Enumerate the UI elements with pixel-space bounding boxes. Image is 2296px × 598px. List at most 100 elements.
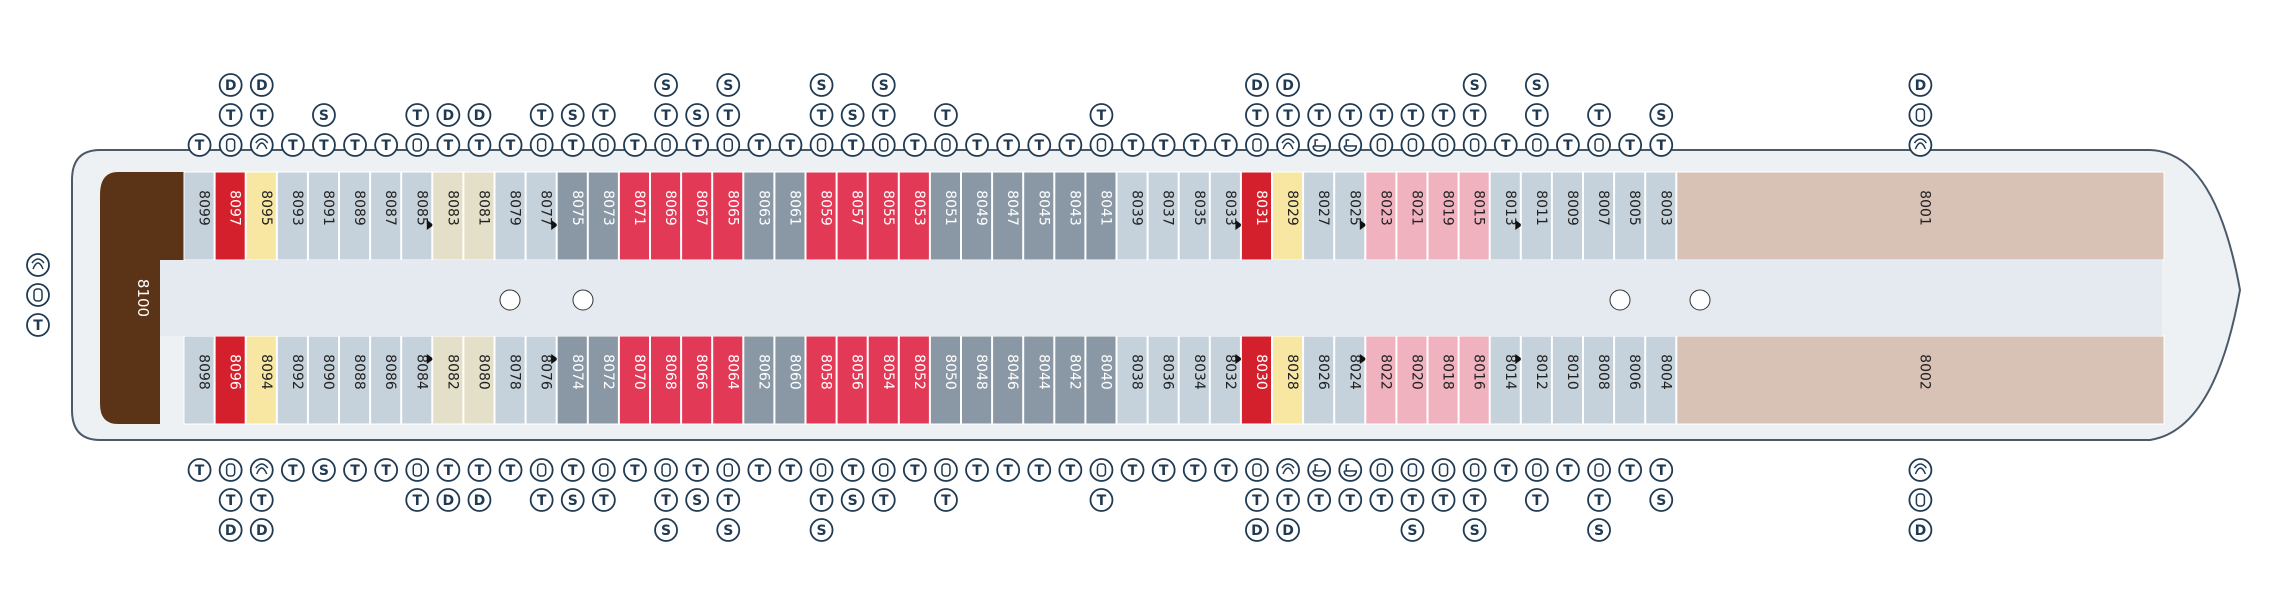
cabin-label: 8047	[1004, 190, 1020, 226]
twin-bed-icon: T	[1151, 133, 1176, 157]
twin-bed-icon: T	[498, 458, 523, 482]
svg-text:S: S	[692, 493, 702, 509]
twin-bed-icon: T	[716, 103, 741, 127]
twin-bed-icon: T	[1587, 488, 1611, 512]
cabin-8033	[1209, 171, 1241, 261]
svg-text:T: T	[1439, 108, 1449, 124]
shower-icon	[218, 133, 243, 157]
cabin-8032	[1209, 335, 1241, 425]
svg-text:T: T	[661, 108, 671, 124]
cabin-8047	[992, 171, 1024, 261]
svg-text:T: T	[879, 493, 889, 509]
svg-text:T: T	[506, 138, 516, 154]
twin-bed-icon: T	[1245, 103, 1269, 127]
svg-text:T: T	[848, 463, 858, 479]
cabin-label: 8019	[1440, 190, 1456, 226]
double-bed-icon: D	[1245, 73, 1269, 97]
cabin-label: 8090	[320, 354, 336, 390]
cabin-label: 8007	[1595, 190, 1611, 226]
bath-icon	[1338, 458, 1363, 482]
twin-bed-icon: T	[374, 133, 399, 157]
twin-bed-icon: T	[1524, 103, 1549, 127]
cabin-8040	[1085, 335, 1117, 425]
bath-icon	[1338, 133, 1363, 157]
svg-text:T: T	[972, 138, 982, 154]
twin-bed-icon: T	[280, 458, 305, 482]
cabin-label: 8097	[227, 190, 243, 226]
svg-text:T: T	[910, 138, 920, 154]
svg-text:T: T	[723, 108, 733, 124]
svg-text:T: T	[848, 138, 858, 154]
cabin-8045	[1023, 171, 1055, 261]
svg-text:T: T	[226, 108, 236, 124]
cabin-label: 8004	[1657, 354, 1673, 390]
cabin-8025	[1334, 171, 1366, 261]
svg-text:D: D	[474, 108, 486, 124]
cabin-8007	[1583, 171, 1615, 261]
twin-bed-icon: T	[1649, 458, 1674, 482]
cabin-8046	[992, 335, 1024, 425]
double-bed-icon: D	[1245, 518, 1269, 542]
twin-bed-icon: T	[654, 488, 678, 512]
cabin-label: 8011	[1533, 190, 1549, 226]
twin-bed-icon: T	[467, 133, 492, 157]
svg-text:T: T	[444, 138, 454, 154]
twin-bed-icon: T	[374, 458, 399, 482]
shower-icon	[871, 458, 896, 482]
svg-text:T: T	[630, 138, 640, 154]
svg-text:T: T	[755, 463, 765, 479]
twin-bed-icon: T	[1431, 103, 1456, 127]
svg-text:T: T	[1439, 493, 1449, 509]
svg-text:D: D	[256, 523, 268, 539]
cabin-label: 8077	[538, 190, 554, 226]
shower-icon	[809, 133, 834, 157]
cabin-label: 8015	[1471, 190, 1487, 226]
cabin-8096	[214, 335, 246, 425]
cabin-label: 8016	[1471, 354, 1487, 390]
twin-bed-icon: T	[1089, 488, 1114, 512]
cabin-8053	[898, 171, 930, 261]
twin-bed-icon: T	[1338, 103, 1363, 127]
twin-bed-icon: T	[343, 458, 367, 482]
svg-text:T: T	[1408, 108, 1418, 124]
shower-icon	[934, 458, 958, 482]
twin-bed-icon: T	[436, 458, 461, 482]
shower-icon	[1245, 133, 1269, 157]
svg-text:S: S	[319, 463, 329, 479]
svg-text:S: S	[692, 108, 702, 124]
cabin-8086	[370, 335, 402, 425]
twin-bed-icon: T	[871, 488, 896, 512]
svg-text:T: T	[661, 493, 671, 509]
svg-text:D: D	[225, 523, 237, 539]
twin-bed-icon: T	[1089, 103, 1114, 127]
svg-text:T: T	[1128, 463, 1138, 479]
double-bed-icon: D	[436, 103, 461, 127]
svg-text:T: T	[568, 138, 578, 154]
cabin-8093	[276, 171, 308, 261]
cabin-label: 8025	[1346, 190, 1362, 226]
cabin-label: 8073	[600, 190, 616, 226]
twin-bed-icon: T	[1587, 103, 1611, 127]
cabin-label: 8089	[351, 190, 367, 226]
shower-icon	[1524, 133, 1549, 157]
cabin-label: 8067	[693, 190, 709, 226]
twin-bed-icon: T	[1556, 458, 1580, 482]
suite-aft	[100, 172, 184, 424]
svg-text:S: S	[661, 78, 671, 94]
cabin-label: 8008	[1595, 354, 1611, 390]
shower-icon	[26, 283, 50, 307]
cabin-label: 8088	[351, 354, 367, 390]
cabin-label: 8027	[1315, 190, 1331, 226]
twin-bed-icon: T	[623, 458, 647, 482]
svg-text:T: T	[972, 463, 982, 479]
twin-bed-icon: T	[1182, 458, 1207, 482]
connecting-door-icon	[426, 354, 434, 364]
twin-bed-icon: T	[996, 458, 1021, 482]
twin-bed-icon: T	[1120, 133, 1145, 157]
svg-text:T: T	[1097, 493, 1107, 509]
svg-text:D: D	[1915, 523, 1927, 539]
svg-text:T: T	[1377, 493, 1387, 509]
cabin-label: 8020	[1408, 354, 1424, 390]
